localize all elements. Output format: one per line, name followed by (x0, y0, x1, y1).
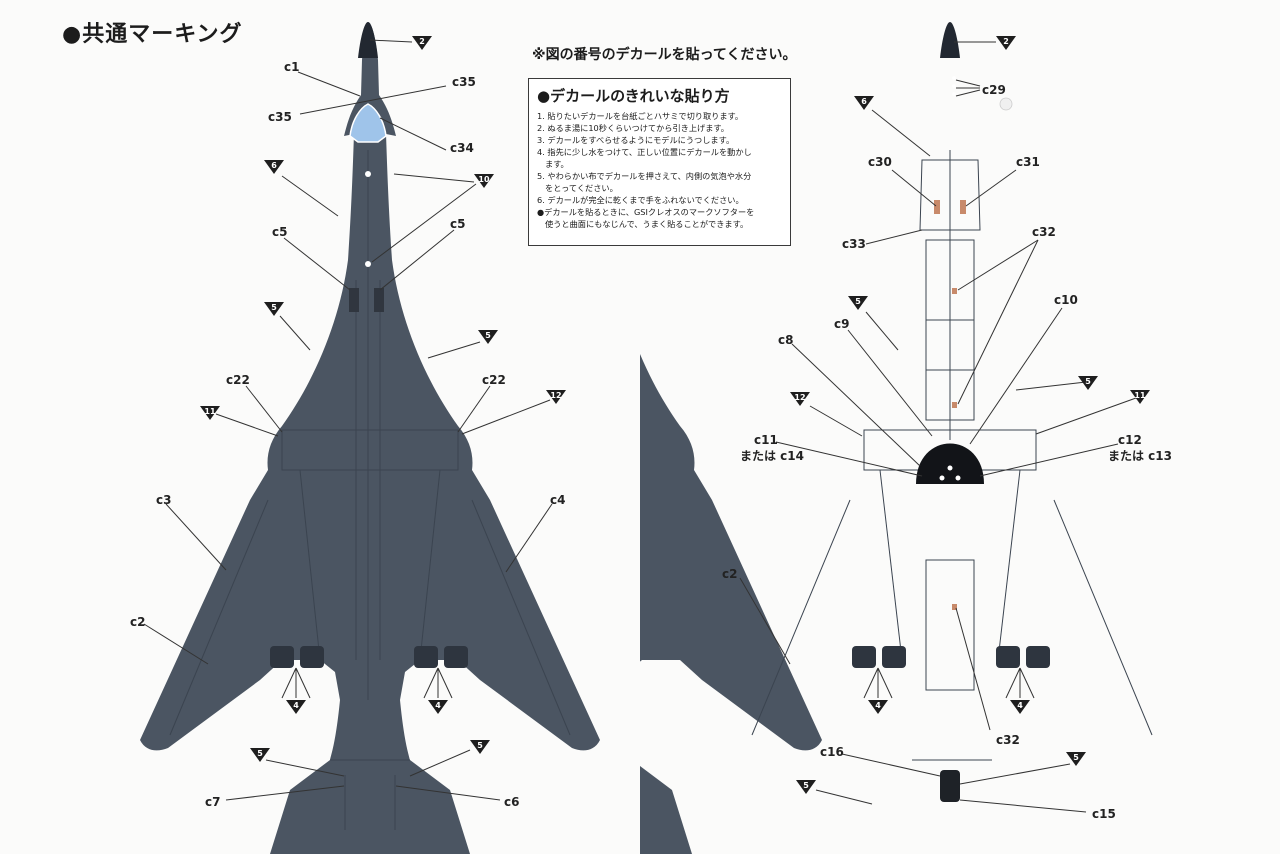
engine-nacelles (270, 646, 468, 668)
marker-6: 6 (861, 97, 867, 106)
label-c5: c5 (272, 225, 287, 239)
marker-11: 11 (204, 407, 216, 416)
marker-2: 2 (1003, 37, 1009, 46)
marker-4: 4 (875, 701, 881, 710)
c5-mark (349, 288, 359, 312)
label-c22: c22 (226, 373, 250, 387)
label-c9: c9 (834, 317, 849, 331)
marker-5: 5 (477, 741, 483, 750)
c29-marks (952, 76, 956, 96)
bottom-view-diagram: c29 c30 c31 c33 c32 c9 c10 c8 c11 または c1… (640, 22, 1172, 854)
marker-11: 11 (1134, 391, 1146, 400)
leader-lines (739, 41, 1137, 813)
marker-5: 5 (271, 303, 277, 312)
guide-steps: 1. 貼りたいデカールを台紙ごとハサミで切り取ります。 2. ぬるま湯に10秒く… (537, 110, 784, 230)
label-c35: c35 (268, 110, 292, 124)
guide-step: 2. ぬるま湯に10秒くらいつけてから引き上げます。 (537, 123, 729, 133)
weapons-bay (916, 443, 984, 484)
decal-marks (934, 200, 966, 610)
label-c3: c3 (156, 493, 171, 507)
label-c33: c33 (842, 237, 866, 251)
guide-step: ます。 (545, 159, 569, 169)
guide-step: ●デカールを貼るときに、GSIクレオスのマークソフターを (537, 207, 755, 217)
label-c2: c2 (722, 567, 737, 581)
label-c22: c22 (482, 373, 506, 387)
label-c15: c15 (1092, 807, 1116, 821)
aircraft-silhouette (140, 22, 600, 854)
marker-5: 5 (485, 331, 491, 340)
label-c35: c35 (452, 75, 476, 89)
guide-step: 4. 指先に少し水をつけて、正しい位置にデカールを動かし (537, 147, 752, 157)
marker-4: 4 (435, 701, 441, 710)
label-c4: c4 (550, 493, 565, 507)
marker-triangles: 2 6 10 5 5 11 12 4 4 5 5 (200, 36, 566, 762)
leader-lines (143, 39, 553, 801)
marker-4: 4 (293, 701, 299, 710)
nose-cone (940, 22, 960, 58)
top-view-diagram: c1 c35 c35 c34 c5 c5 c22 c22 c3 c4 c2 c7… (130, 22, 600, 854)
decal-guide-box: ●デカールのきれいな貼り方 1. 貼りたいデカールを台紙ごとハサミで切り取ります… (528, 78, 791, 246)
guide-step: 5. やわらかい布でデカールを押さえて、内側の気泡や水分 (537, 171, 752, 181)
marker-5: 5 (803, 781, 809, 790)
decal-note: ※図の番号のデカールを貼ってください。 (532, 47, 797, 63)
label-c32: c32 (996, 733, 1020, 747)
marker-10: 10 (478, 175, 490, 184)
label-c29: c29 (982, 83, 1006, 97)
marker-triangles: 2 6 5 5 12 11 4 4 5 5 (790, 36, 1150, 794)
label-c30: c30 (868, 155, 892, 169)
label-c31: c31 (1016, 155, 1040, 169)
marking-dot (365, 171, 371, 177)
label-c16: c16 (820, 745, 844, 759)
label-c2: c2 (130, 615, 145, 629)
section-heading: ●共通マーキング (62, 22, 243, 47)
bay-marks (939, 465, 961, 481)
guide-title: ●デカールのきれいな貼り方 (537, 87, 730, 105)
label-c10: c10 (1054, 293, 1078, 307)
tail-hook-mark (940, 770, 960, 802)
panel-lines (751, 150, 1153, 761)
label-c12: c12 (1118, 433, 1142, 447)
small-mark (999, 97, 1013, 111)
marker-12: 12 (550, 391, 561, 400)
guide-step: 3. デカールをすべらせるようにモデルにうつします。 (537, 135, 735, 145)
label-c32: c32 (1032, 225, 1056, 239)
label-c1: c1 (284, 60, 299, 74)
guide-step: 6. デカールが完全に乾くまで手をふれないでください。 (537, 195, 744, 205)
marker-4: 4 (1017, 701, 1023, 710)
marker-12: 12 (794, 393, 805, 402)
marking-dot (365, 261, 371, 267)
label-c11: c11 (754, 433, 778, 447)
label-c12-alt: または c13 (1108, 449, 1172, 463)
label-c5: c5 (450, 217, 465, 231)
marker-5: 5 (1085, 377, 1091, 386)
marker-5: 5 (257, 749, 263, 758)
guide-step: をとってください。 (545, 183, 618, 193)
label-c11-alt: または c14 (740, 449, 804, 463)
marker-5: 5 (855, 297, 861, 306)
marker-2: 2 (419, 37, 425, 46)
aircraft-silhouette (640, 22, 822, 854)
panel-lines (169, 150, 571, 830)
engine-nacelles (852, 646, 1050, 668)
c5-mark (374, 288, 384, 312)
marker-6: 6 (271, 161, 277, 170)
canopy (349, 103, 387, 143)
label-c34: c34 (450, 141, 474, 155)
guide-step: 1. 貼りたいデカールを台紙ごとハサミで切り取ります。 (537, 111, 744, 121)
label-c7: c7 (205, 795, 220, 809)
label-c6: c6 (504, 795, 519, 809)
nose-cone (358, 22, 378, 58)
marker-5: 5 (1073, 753, 1079, 762)
label-c8: c8 (778, 333, 793, 347)
guide-step: 使うと曲面にもなじんで、うまく貼ることができます。 (545, 219, 749, 229)
